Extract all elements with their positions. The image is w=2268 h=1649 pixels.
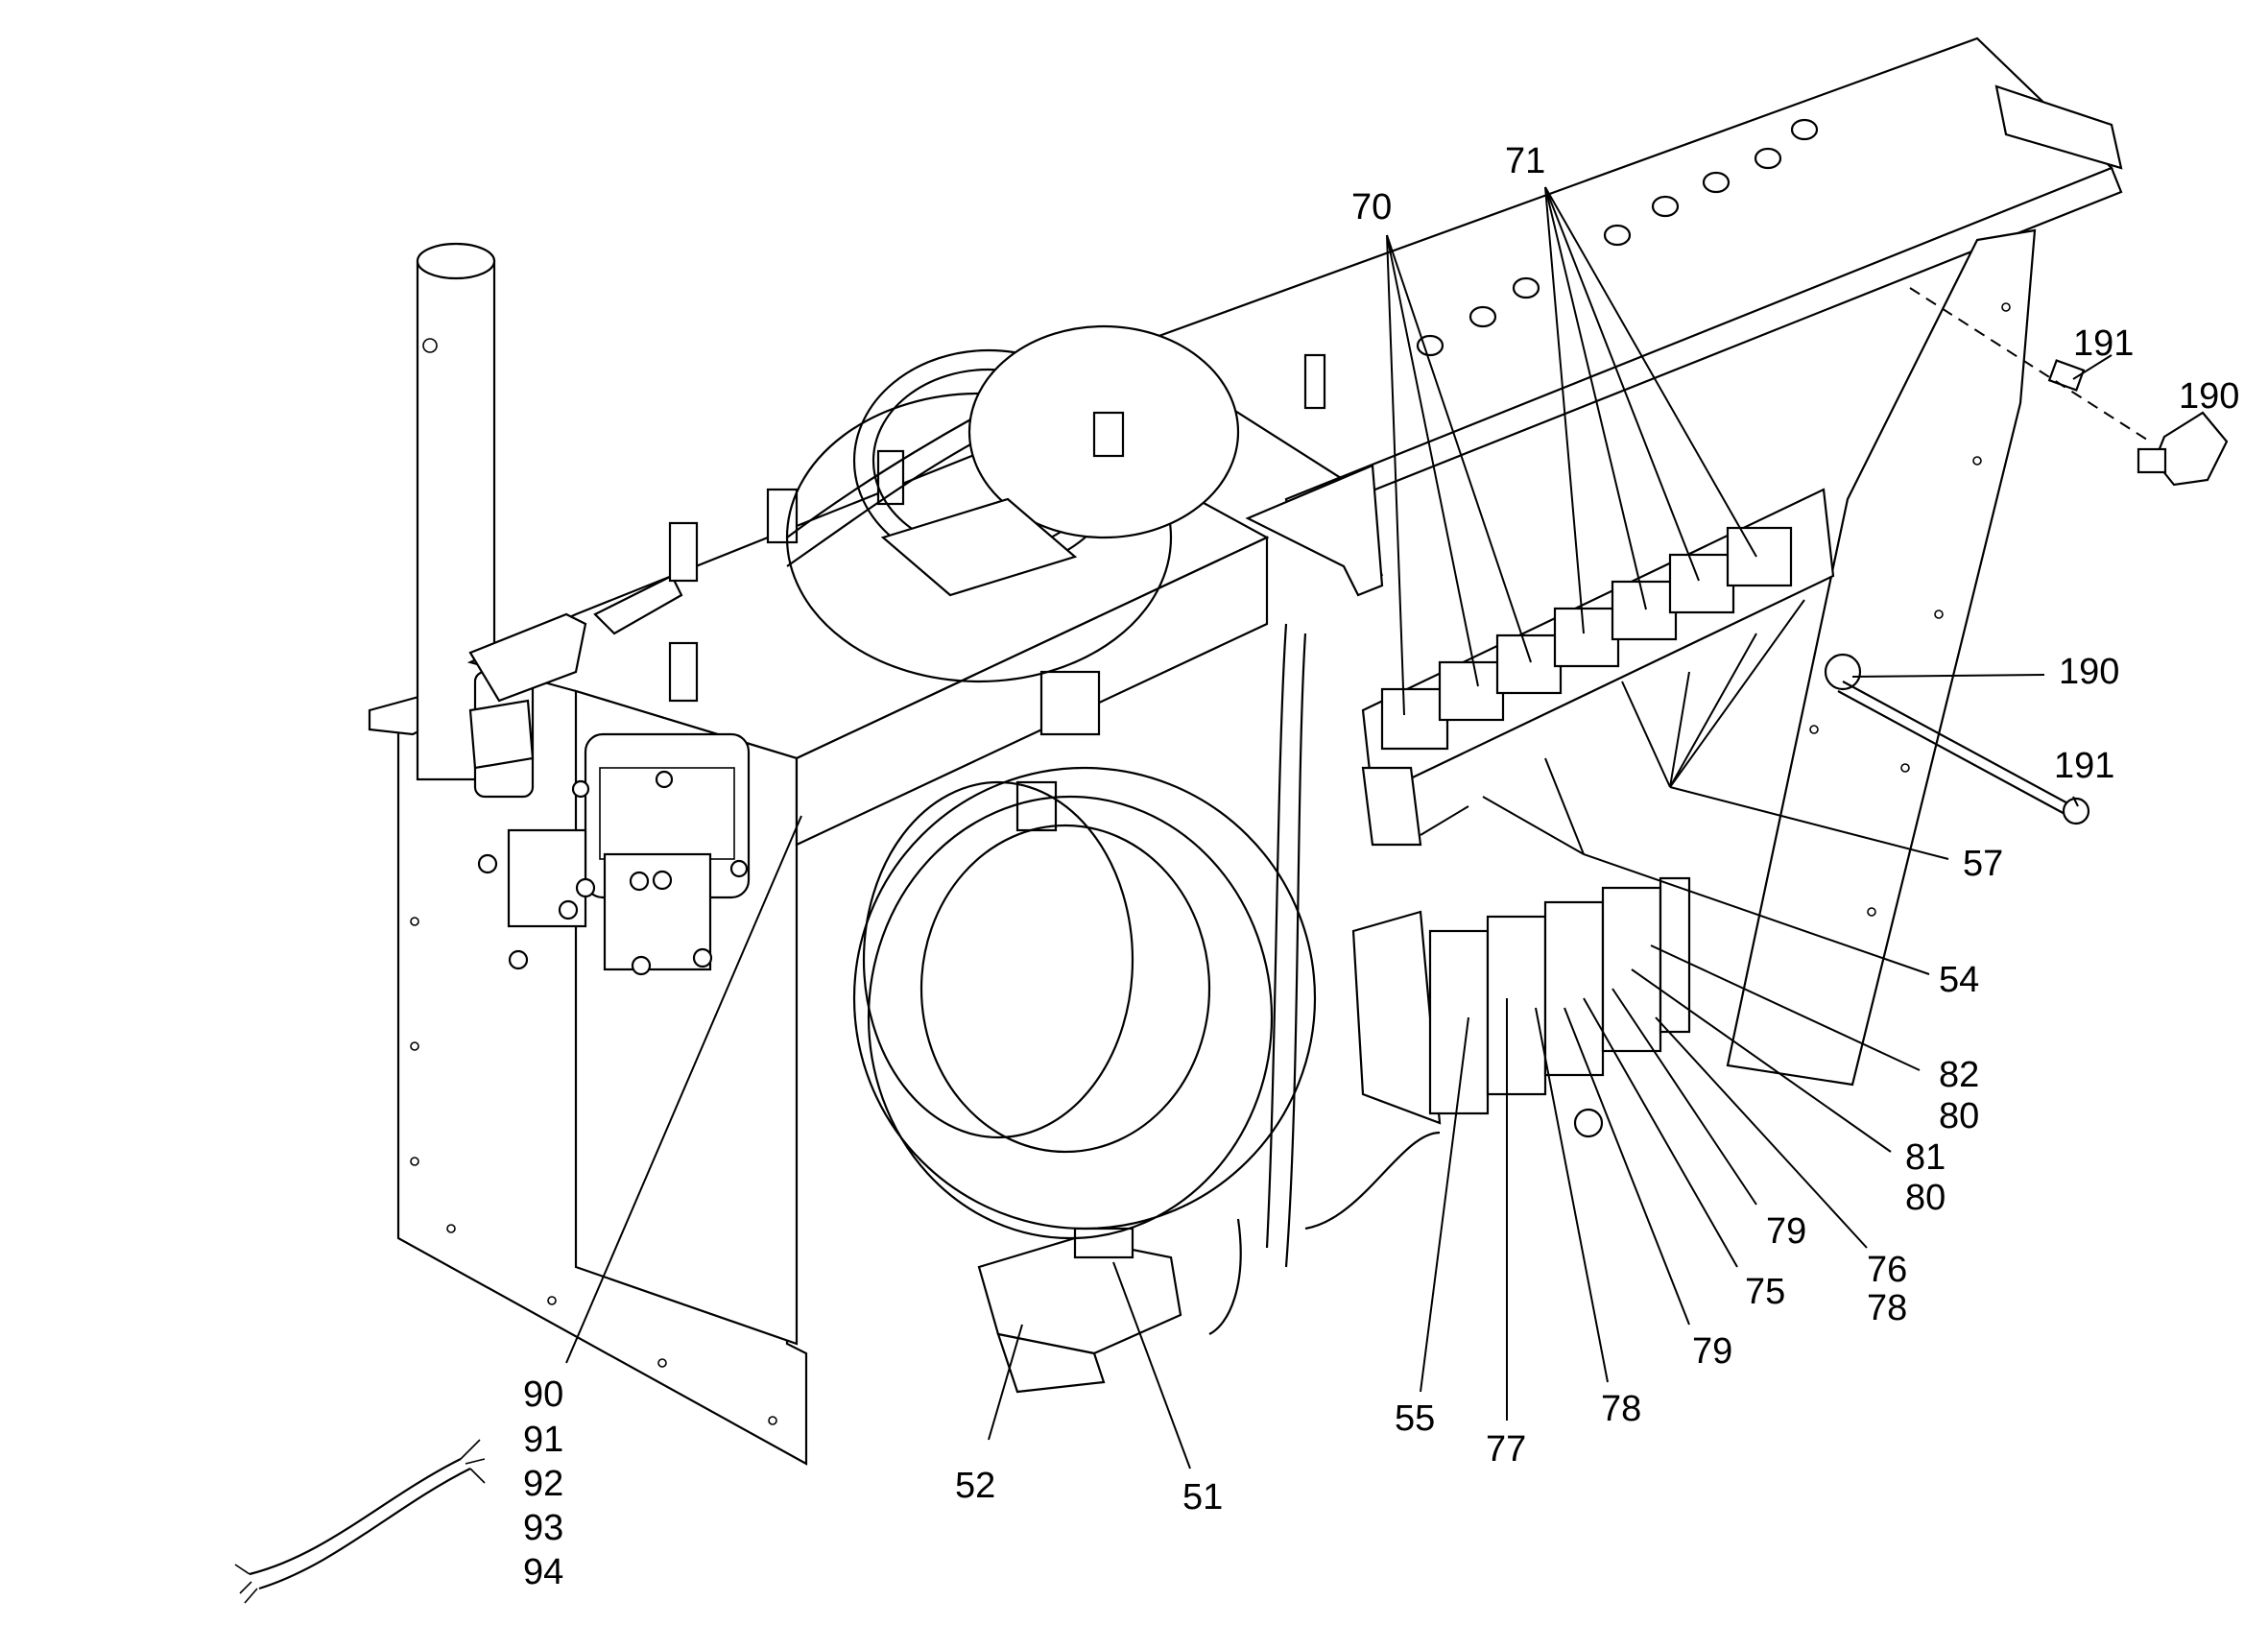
callout-81: 81 bbox=[1905, 1137, 1946, 1178]
callout-52: 52 bbox=[955, 1466, 995, 1506]
callout-191-lower: 191 bbox=[2054, 746, 2114, 786]
callout-57: 57 bbox=[1963, 844, 2003, 884]
callout-80-upper: 80 bbox=[1939, 1096, 1979, 1136]
callout-55: 55 bbox=[1395, 1398, 1435, 1439]
contactor-bank bbox=[1351, 876, 1691, 1138]
terminal-block bbox=[977, 1227, 1182, 1394]
top-plate bbox=[880, 324, 1326, 597]
callout-90: 90 bbox=[523, 1374, 563, 1415]
callout-92: 92 bbox=[523, 1464, 563, 1504]
callout-labels: 70 71 191 190 190 191 57 54 82 80 81 80 … bbox=[523, 141, 2239, 1592]
knob-190-upper bbox=[2137, 411, 2229, 487]
callout-190-upper: 190 bbox=[2179, 376, 2239, 417]
callout-79-lower: 79 bbox=[1692, 1331, 1732, 1372]
callout-93: 93 bbox=[523, 1508, 563, 1548]
callout-78-lower: 78 bbox=[1601, 1389, 1641, 1429]
electrical-box bbox=[466, 420, 1270, 1346]
callout-91: 91 bbox=[523, 1420, 563, 1460]
callout-54: 54 bbox=[1939, 960, 1979, 1000]
knob-190-lower bbox=[1824, 653, 1862, 691]
connectors bbox=[668, 449, 1101, 832]
relay-bank bbox=[1361, 488, 1835, 847]
callout-77: 77 bbox=[1486, 1429, 1526, 1470]
callout-79-upper: 79 bbox=[1766, 1211, 1806, 1252]
callout-191-upper: 191 bbox=[2073, 323, 2134, 364]
callout-71: 71 bbox=[1505, 141, 1545, 181]
vertical-post bbox=[416, 242, 496, 781]
mounting-rail bbox=[1130, 36, 2123, 597]
callout-94: 94 bbox=[523, 1552, 563, 1592]
callout-51: 51 bbox=[1182, 1477, 1223, 1518]
callout-190-lower: 190 bbox=[2059, 652, 2119, 692]
leader-lines bbox=[565, 186, 2113, 1470]
callout-70: 70 bbox=[1351, 187, 1392, 227]
screw-191-lower bbox=[1837, 681, 2090, 825]
side-bracket bbox=[1726, 228, 2037, 1087]
callout-82: 82 bbox=[1939, 1055, 1979, 1095]
callout-80-lower: 80 bbox=[1905, 1178, 1946, 1218]
callout-76: 76 bbox=[1867, 1250, 1907, 1290]
cable-assembly bbox=[234, 1439, 486, 1604]
callout-75: 75 bbox=[1745, 1272, 1785, 1312]
callout-78-upper: 78 bbox=[1867, 1288, 1907, 1328]
